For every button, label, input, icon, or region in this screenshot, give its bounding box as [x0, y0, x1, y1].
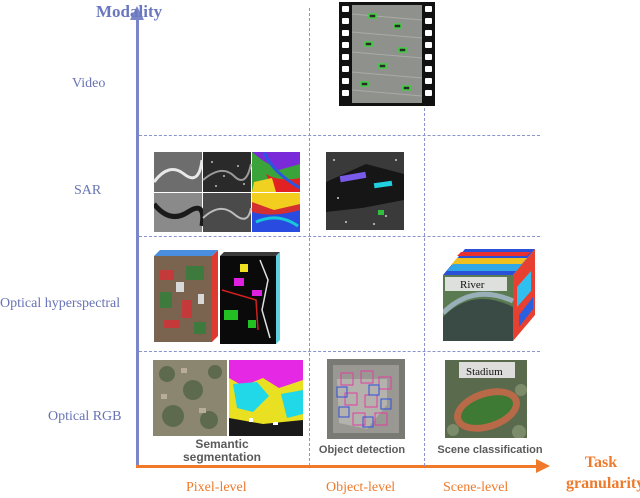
row-label-optical-rgb: Optical RGB	[48, 409, 122, 424]
modality-axis-title: Modality	[96, 2, 163, 21]
sar-object-detection-image	[326, 152, 404, 230]
row-divider-sar-hyperspectral	[139, 236, 540, 237]
column-divider-object-scene	[424, 8, 425, 466]
granularity-axis	[136, 465, 538, 468]
rgb-scene-image	[445, 360, 527, 438]
semantic-segmentation-caption-line1: Semantic	[195, 437, 249, 451]
row-divider-video-sar	[139, 135, 540, 136]
column-divider-pixel-object	[309, 8, 310, 466]
semantic-segmentation-caption-line2: segmentation	[182, 450, 261, 464]
task-granularity-title-line2: granularity	[566, 475, 640, 492]
modality-axis	[136, 18, 139, 468]
task-granularity-axis-title: Task granularity	[566, 452, 640, 494]
object-detection-caption: Object detection	[318, 444, 406, 456]
row-label-sar: SAR	[74, 183, 102, 198]
task-granularity-title-line1: Task	[584, 454, 618, 471]
row-divider-hyperspectral-rgb	[139, 351, 540, 352]
scene-classification-caption: Scene classification	[437, 444, 543, 456]
column-label-pixel-level: Pixel-level	[186, 480, 247, 495]
video-film-strip-image	[339, 2, 435, 106]
column-label-object-level: Object-level	[326, 480, 396, 495]
sar-segmentation-image	[154, 152, 300, 232]
rgb-object-detection-image	[327, 359, 405, 439]
column-label-scene-level: Scene-level	[443, 480, 509, 495]
hyperspectral-segmentation-image	[154, 250, 280, 344]
semantic-segmentation-caption: Semantic segmentation	[170, 438, 274, 464]
rgb-segmentation-image	[153, 360, 303, 436]
row-label-video: Video	[72, 76, 106, 91]
row-label-optical-hyperspectral: Optical hyperspectral	[0, 296, 121, 311]
river-image-label: River	[460, 279, 485, 291]
modality-axis-arrow	[130, 6, 144, 20]
stadium-image-label: Stadium	[466, 366, 503, 378]
granularity-axis-arrow	[536, 459, 550, 473]
hyperspectral-scene-cube-image	[443, 249, 535, 341]
